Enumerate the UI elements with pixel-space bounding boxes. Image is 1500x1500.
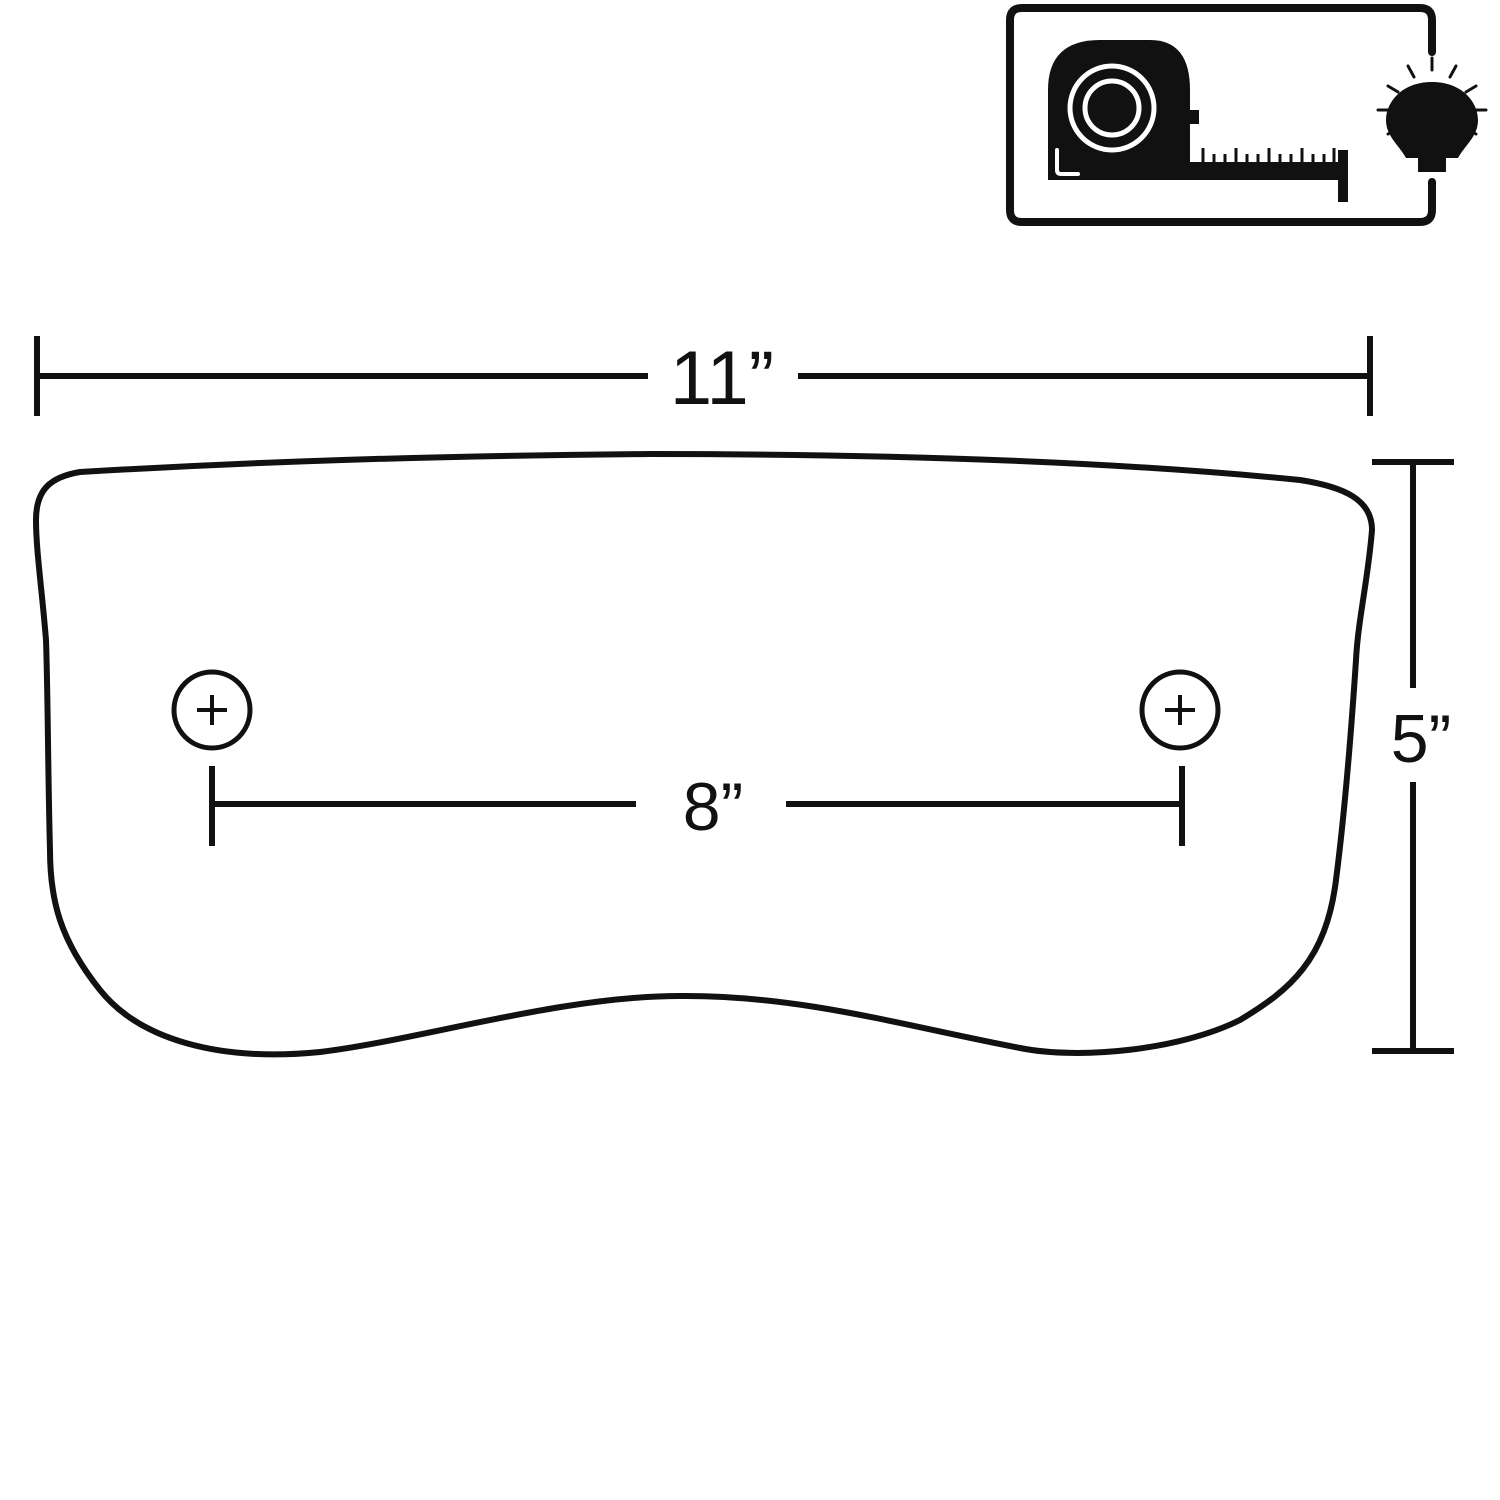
badge-frame <box>1006 4 1436 226</box>
height-dimension: 5” <box>1372 459 1454 1054</box>
width-dimension: 11” <box>34 336 1373 421</box>
lightbulb-icon <box>1376 56 1488 172</box>
height-label: 5” <box>1391 701 1451 777</box>
measure-badge <box>1006 4 1488 226</box>
mount-hole-left <box>171 669 253 751</box>
mount-hole-right <box>1139 669 1221 751</box>
crosshair-circle-icon <box>1139 669 1221 751</box>
width-label: 11” <box>670 336 774 421</box>
board-outline <box>33 451 1375 1058</box>
crosshair-circle-icon <box>171 669 253 751</box>
tape-measure-icon <box>1048 40 1348 202</box>
hole-spacing-dimension: 8” <box>209 766 1185 846</box>
hole-spacing-label: 8” <box>683 769 743 845</box>
